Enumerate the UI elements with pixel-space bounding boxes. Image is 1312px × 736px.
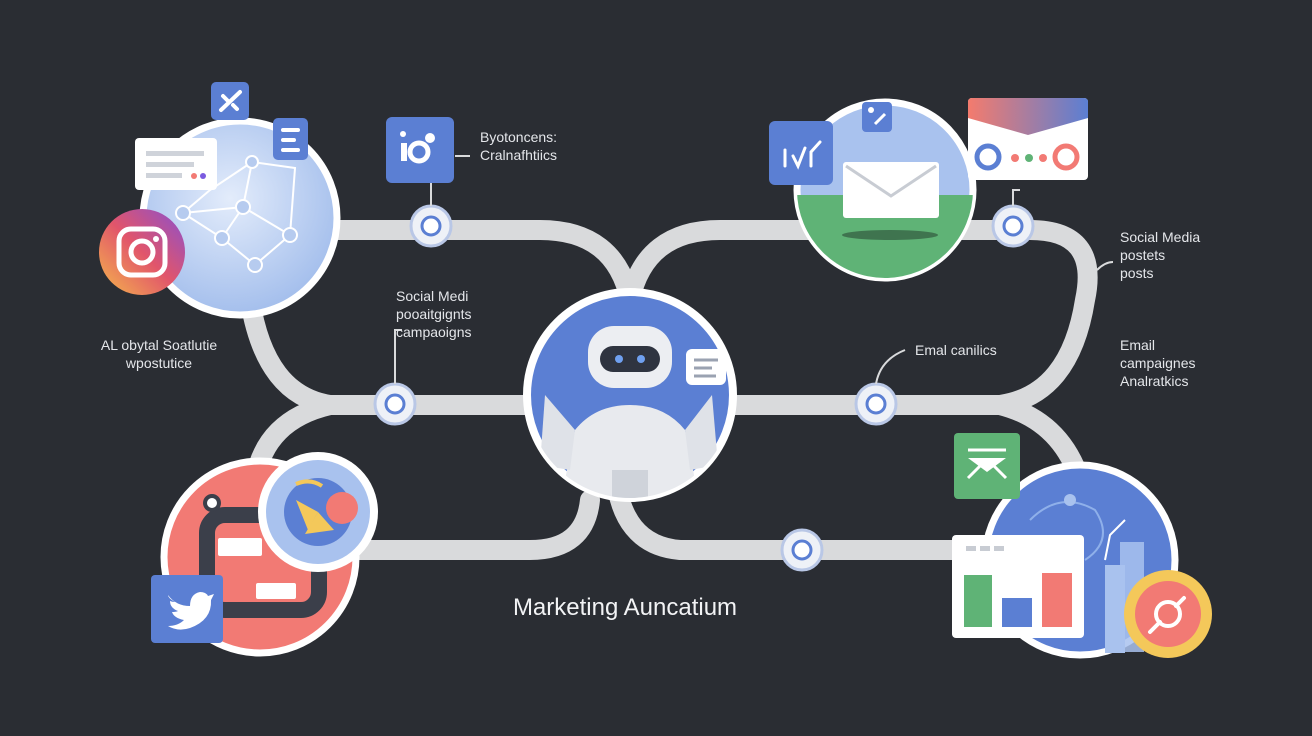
leader-center [875,349,906,385]
download-mail-icon[interactable] [954,433,1020,499]
track-top-right [620,220,1098,415]
label-right-social-line-2: postets [1120,247,1166,263]
node-middle-right[interactable] [854,382,898,426]
label-leaders [394,155,1114,385]
analytics-circle [952,433,1212,659]
label-left-social-line-1: Social Medi [396,288,469,304]
leader-right [1096,261,1114,271]
label-right-email-line-3: Analratkics [1120,373,1189,389]
social-circle [151,452,378,657]
label-left-outer-line-1: AL obytal Soatlutie [100,337,218,353]
email-icon[interactable] [843,162,939,218]
chat-icon [273,118,308,160]
label-right-email: Email campaignes Analratkics [1120,336,1196,390]
leader-browser [1012,189,1020,206]
label-center-email-line-1: Emal canilics [915,342,997,358]
robot-visor [600,346,660,372]
chart-app-icon[interactable] [769,121,833,185]
browser-window-icon[interactable] [968,98,1088,180]
label-top-center-line-2: Cralnafhtiics [480,147,558,163]
label-right-social-line-3: posts [1120,265,1154,281]
track-bottom-left [350,490,600,560]
robot-icon [540,395,718,498]
label-left-outer: AL obytal Soatlutie wpostutice [94,336,224,372]
node-bottom[interactable] [780,528,824,572]
analytics-tile-icon [211,82,249,120]
leader-left [394,329,402,384]
bar-chart-icon[interactable] [952,535,1084,638]
network-circle [99,82,341,319]
connection-nodes [373,204,1035,572]
label-left-outer-line-2: wpostutice [125,355,193,371]
label-left-social-line-3: campaoigns [396,324,472,340]
instagram-icon[interactable] [99,209,185,295]
label-left-social: Social Medi pooaitgignts campaoigns [396,287,472,341]
label-right-email-line-1: Email [1120,337,1156,353]
label-right-social-line-1: Social Media [1120,229,1201,245]
twitter-icon[interactable] [151,575,223,643]
message-card-icon [135,138,217,190]
robot-message-icon [686,349,726,385]
label-right-email-line-2: campaignes [1120,355,1196,371]
analytics-app-icon[interactable] [386,117,454,183]
network-icon [175,155,298,273]
node-top-right[interactable] [991,204,1035,248]
node-top-left[interactable] [409,204,453,248]
node-middle-left[interactable] [373,382,417,426]
label-center-email: Emal canilics [915,341,997,359]
label-top-center: Byotoncens: Cralnafhtiics [480,128,557,164]
label-left-social-line-2: pooaitgignts [396,306,472,322]
target-icon[interactable] [1124,570,1212,658]
diagram-title: Marketing Auncatium [512,594,738,621]
analytics-small-icon [862,102,892,132]
label-right-social: Social Media postets posts [1120,228,1200,282]
globe-icon [258,452,378,572]
email-circle [769,98,977,282]
robot-circle [523,288,737,502]
label-top-center-line-1: Byotoncens: [480,129,558,145]
